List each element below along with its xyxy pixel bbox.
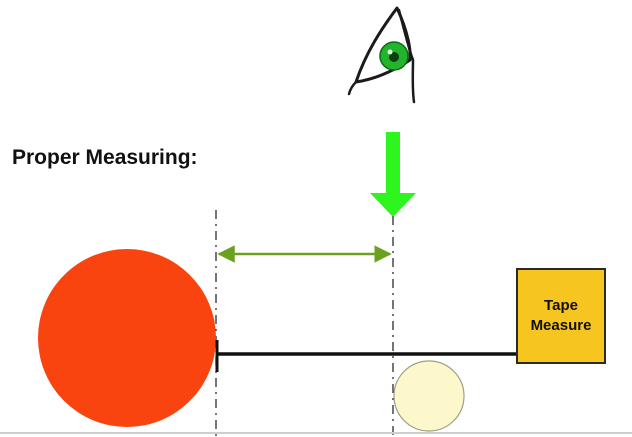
page-title: Proper Measuring: — [12, 146, 198, 169]
tape-measure-label-line2: Measure — [530, 317, 592, 334]
tape-measure-label-line1: Tape — [544, 297, 578, 314]
small-circle — [393, 360, 465, 432]
tape-measure-box: Tape Measure — [516, 268, 606, 364]
eye-icon — [347, 6, 416, 104]
large-circle — [38, 249, 216, 427]
down-arrow-icon — [370, 132, 416, 217]
